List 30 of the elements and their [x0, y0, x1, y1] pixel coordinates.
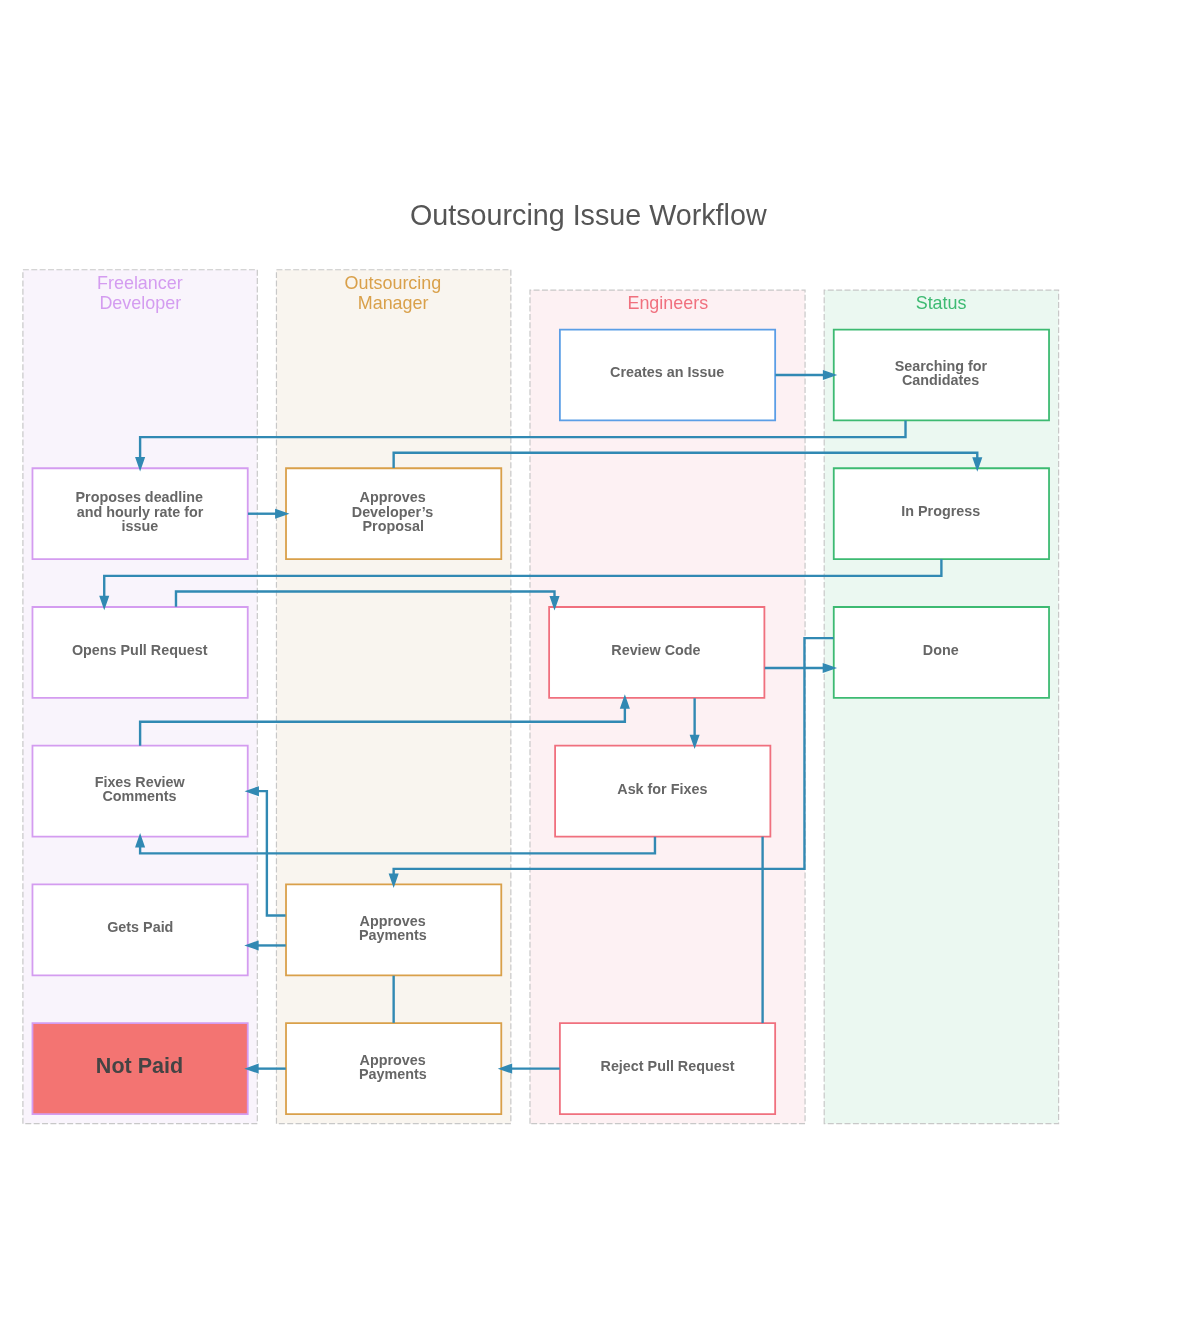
connector — [392, 975, 395, 1023]
node-box: In Progress — [832, 466, 1050, 560]
arrow — [138, 693, 630, 746]
node-box: Fixes Review Comments — [31, 744, 249, 837]
node-box: Approves Payments — [285, 883, 503, 976]
node-box: Searching for Candidates — [832, 328, 1050, 421]
arrow — [174, 589, 560, 610]
arrow — [99, 558, 943, 610]
node-box: Approves Developer’s Proposal — [285, 466, 503, 560]
connector — [761, 836, 764, 1023]
arrow — [764, 662, 838, 673]
node-box: Not Paid — [31, 1021, 249, 1115]
arrow — [388, 636, 834, 888]
node-box: Creates an Issue — [559, 328, 777, 421]
arrow — [248, 508, 290, 519]
node-box: Gets Paid — [31, 883, 249, 976]
node-box: Approves Payments — [285, 1021, 503, 1115]
arrow — [244, 1063, 286, 1074]
arrow — [775, 369, 838, 380]
arrow — [689, 697, 700, 749]
arrow — [392, 451, 983, 472]
arrow — [244, 939, 286, 950]
node-box: Ask for Fixes — [554, 744, 772, 837]
node-box: Done — [832, 605, 1050, 699]
node-box: Proposes deadline and hourly rate for issue — [31, 466, 249, 560]
diagram-title: Outsourcing Issue Workflow — [410, 198, 767, 231]
arrow — [497, 1063, 560, 1074]
node-box: Opens Pull Request — [31, 605, 249, 699]
node-box: Reject Pull Request — [559, 1021, 777, 1115]
node-box: Review Code — [548, 605, 766, 699]
